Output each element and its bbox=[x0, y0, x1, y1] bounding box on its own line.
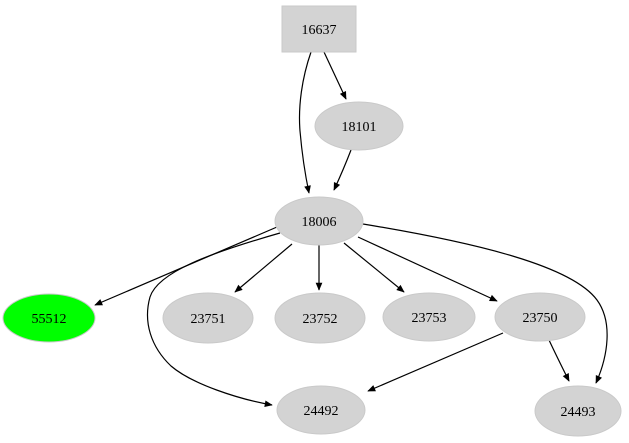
node-24492: 24492 bbox=[276, 385, 366, 435]
edge-18101-18006 bbox=[333, 149, 352, 191]
edge-18006-24492 bbox=[146, 232, 281, 408]
node-16637-label: 16637 bbox=[302, 23, 337, 38]
node-23752: 23752 bbox=[274, 292, 366, 344]
edge-18006-23750 bbox=[357, 236, 498, 302]
node-23753-ellipse bbox=[382, 292, 476, 342]
node-16637-box bbox=[281, 5, 357, 53]
node-layer: 16637 18101 18006 55512 23751 23752 bbox=[2, 5, 622, 437]
node-24493-ellipse bbox=[534, 385, 622, 437]
node-23751-ellipse bbox=[162, 292, 254, 344]
node-55512-ellipse bbox=[2, 293, 96, 343]
node-23752-label: 23752 bbox=[303, 312, 338, 327]
node-18101: 18101 bbox=[314, 101, 404, 151]
node-24493: 24493 bbox=[534, 385, 622, 437]
edge-23750-24492 bbox=[367, 332, 504, 392]
node-55512-label: 55512 bbox=[32, 312, 67, 327]
node-23752-ellipse bbox=[274, 292, 366, 344]
edge-layer bbox=[94, 51, 608, 408]
edge-16637-18006 bbox=[298, 51, 312, 194]
node-16637: 16637 bbox=[281, 5, 357, 53]
node-18006-label: 18006 bbox=[302, 215, 337, 230]
node-23750-ellipse bbox=[494, 292, 586, 342]
node-18101-label: 18101 bbox=[342, 120, 377, 135]
edge-16637-18101 bbox=[323, 51, 347, 100]
node-24492-ellipse bbox=[276, 385, 366, 435]
edge-23750-24493 bbox=[548, 339, 570, 382]
edge-18006-24493 bbox=[362, 223, 608, 384]
node-23750-label: 23750 bbox=[523, 311, 558, 326]
node-23750: 23750 bbox=[494, 292, 586, 342]
node-18006-ellipse bbox=[274, 196, 364, 246]
node-23753-label: 23753 bbox=[412, 311, 447, 326]
node-23753: 23753 bbox=[382, 292, 476, 342]
node-24493-label: 24493 bbox=[561, 405, 596, 420]
edge-18006-23751 bbox=[234, 243, 293, 293]
node-18006: 18006 bbox=[274, 196, 364, 246]
node-55512: 55512 bbox=[2, 293, 96, 343]
edge-18006-23753 bbox=[343, 242, 405, 293]
node-23751: 23751 bbox=[162, 292, 254, 344]
node-23751-label: 23751 bbox=[191, 312, 226, 327]
node-24492-label: 24492 bbox=[304, 404, 339, 419]
node-18101-ellipse bbox=[314, 101, 404, 151]
